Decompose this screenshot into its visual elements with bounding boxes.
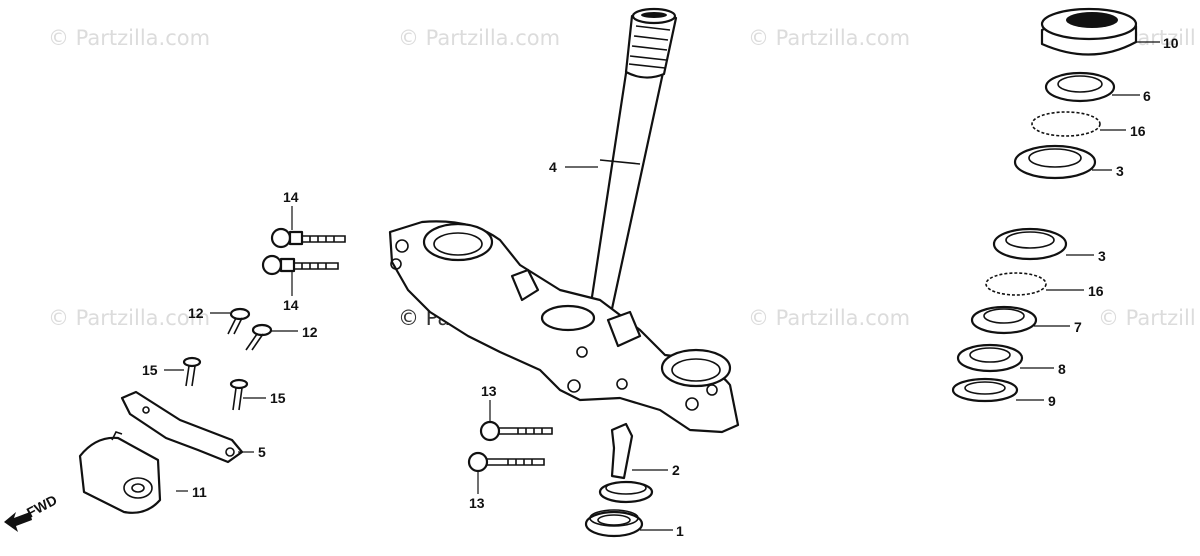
screw-15-right bbox=[229, 378, 249, 411]
bolt-14-upper bbox=[270, 227, 346, 249]
callout-11: 11 bbox=[192, 484, 207, 500]
steel-balls-16-lower bbox=[985, 272, 1047, 296]
dust-seal-8 bbox=[956, 343, 1024, 373]
watermark: © Partzilla.com bbox=[748, 26, 910, 50]
bracket-5 bbox=[120, 390, 244, 464]
cone-race-6 bbox=[1044, 71, 1116, 103]
callout-1: 1 bbox=[676, 523, 684, 539]
callout-15b: 15 bbox=[270, 390, 286, 406]
callout-13b: 13 bbox=[469, 495, 485, 511]
watermark: © Partzilla.com bbox=[748, 306, 910, 330]
cone-race-7 bbox=[970, 305, 1038, 335]
callout-7: 7 bbox=[1074, 319, 1082, 335]
steel-balls-16-upper bbox=[1031, 111, 1101, 137]
callout-4: 4 bbox=[549, 159, 557, 175]
leader-lines bbox=[164, 41, 1160, 531]
watermark: © Partzill bbox=[1098, 306, 1196, 330]
callout-13a: 13 bbox=[481, 383, 497, 399]
steering-stem bbox=[588, 7, 678, 320]
lower-bracket bbox=[388, 220, 740, 434]
watermark: © Partzilla.com bbox=[48, 306, 210, 330]
screw-12-left bbox=[227, 307, 251, 335]
callout-8: 8 bbox=[1058, 361, 1066, 377]
part-1 bbox=[584, 509, 644, 538]
callout-15a: 15 bbox=[142, 362, 158, 378]
screw-12-right bbox=[245, 323, 273, 351]
screw-15-left bbox=[182, 356, 202, 387]
ball-race-3-lower bbox=[992, 227, 1068, 261]
bolt-13-lower bbox=[467, 451, 545, 473]
cover-11 bbox=[78, 431, 162, 514]
bolt-13-upper bbox=[479, 420, 553, 442]
watermark: © Partzilla.com bbox=[398, 26, 560, 50]
callout-12a: 12 bbox=[188, 305, 204, 321]
callout-14a: 14 bbox=[283, 189, 299, 205]
steering-nut-10 bbox=[1040, 7, 1138, 56]
watermark: © Partzilla.com bbox=[48, 26, 210, 50]
part-2 bbox=[598, 422, 654, 504]
callout-10: 10 bbox=[1163, 35, 1179, 51]
ball-race-3-upper bbox=[1013, 144, 1097, 180]
callout-2: 2 bbox=[672, 462, 680, 478]
forward-arrow: FWD bbox=[4, 492, 60, 532]
callout-5: 5 bbox=[258, 444, 266, 460]
washer-9 bbox=[951, 377, 1019, 403]
callout-16a: 16 bbox=[1130, 123, 1146, 139]
callout-14b: 14 bbox=[283, 297, 299, 313]
bolt-14-lower bbox=[261, 254, 339, 276]
callout-3b: 3 bbox=[1098, 248, 1106, 264]
callout-3a: 3 bbox=[1116, 163, 1124, 179]
callout-6: 6 bbox=[1143, 88, 1151, 104]
callout-16b: 16 bbox=[1088, 283, 1104, 299]
callout-9: 9 bbox=[1048, 393, 1056, 409]
fwd-label: FWD bbox=[24, 492, 60, 521]
callout-12b: 12 bbox=[302, 324, 318, 340]
callouts: 4 2 1 10 6 16 3 3 16 7 8 9 11 5 15 15 12… bbox=[142, 35, 1179, 539]
